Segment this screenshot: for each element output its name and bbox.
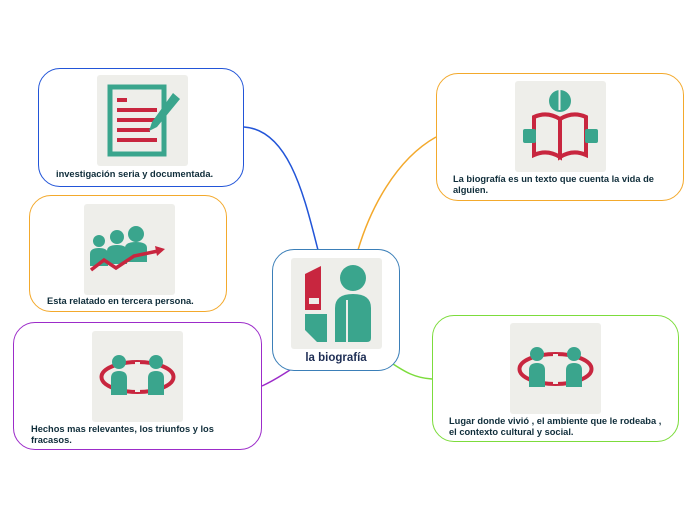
node-third-person-text: Esta relatado en tercera persona. [47, 296, 194, 306]
connector-investigation [243, 126, 319, 251]
connector-events [261, 369, 291, 387]
node-events-text: Hechos mas relevantes, los triunfos y lo… [31, 424, 214, 445]
center-node[interactable]: la biografía [272, 249, 400, 371]
document-pen-icon [97, 75, 188, 166]
node-context[interactable]: Lugar donde vivió , el ambiente que le r… [432, 315, 679, 442]
node-third-person[interactable]: Esta relatado en tercera persona. [29, 195, 227, 312]
connector-context [389, 361, 433, 380]
node-investigation-text: investigación seria y documentada. [56, 169, 214, 179]
team-growth-chart-icon [84, 204, 175, 295]
node-investigation[interactable]: investigación seria y documentada. [38, 68, 244, 187]
reading-book-icon [515, 81, 606, 172]
connector-definition [357, 136, 437, 251]
people-circle-icon [92, 331, 183, 422]
center-label: la biografía [305, 352, 367, 364]
node-events[interactable]: Hechos mas relevantes, los triunfos y lo… [13, 322, 262, 450]
node-context-text: Lugar donde vivió , el ambiente que le r… [449, 416, 662, 437]
node-definition-text: La biografía es un texto que cuenta la v… [453, 174, 654, 195]
node-definition[interactable]: La biografía es un texto que cuenta la v… [436, 73, 684, 201]
biography-reader-icon [291, 258, 382, 349]
people-circle-icon [510, 323, 601, 414]
